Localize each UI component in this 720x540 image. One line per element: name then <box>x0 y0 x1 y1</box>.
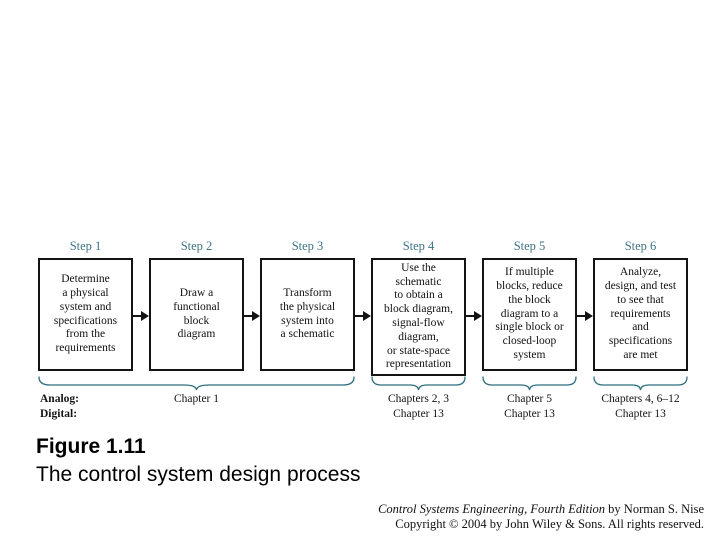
chapter-group-4: Chapters 4, 6–12 Chapter 13 <box>583 392 698 422</box>
figure-caption: Figure 1.11 The control system design pr… <box>36 433 360 489</box>
chapter-group-1: Chapter 1 <box>38 392 355 407</box>
figure-title: The control system design process <box>36 463 361 486</box>
chapter-group-4-line1: Chapters 4, 6–12 <box>601 393 680 405</box>
step-label-1: Step 1 <box>69 239 102 253</box>
step-box-1-text: Determine a physical system and specific… <box>53 273 118 355</box>
copyright-credit: Control Systems Engineering, Fourth Edit… <box>378 502 704 532</box>
arrow-right-icon <box>355 310 371 322</box>
copyright-line1: Control Systems Engineering, Fourth Edit… <box>378 502 704 517</box>
step-box-2-text: Draw a functional block diagram <box>173 286 220 341</box>
step-label-6: Step 6 <box>624 239 657 253</box>
digital-label: Digital: <box>40 408 78 420</box>
figure-number: Figure 1.11 <box>36 435 146 458</box>
underbrace-icon <box>482 376 577 391</box>
underbrace-path <box>593 376 688 391</box>
step-label-2: Step 2 <box>180 239 213 253</box>
underbrace-path <box>371 376 466 391</box>
step-box-2: Draw a functional block diagram <box>149 258 244 371</box>
step-label-5: Step 5 <box>513 239 546 253</box>
chapter-group-3-line1: Chapter 5 <box>506 393 553 405</box>
underbrace-icon <box>593 376 688 391</box>
step-box-4: Use the schematic to obtain a block diag… <box>371 258 466 376</box>
chapter-group-2-line2: Chapter 13 <box>393 408 444 420</box>
step-box-5: If multiple blocks, reduce the block dia… <box>482 258 577 371</box>
book-byline: by Norman S. Nise <box>605 502 704 516</box>
arrow-right-icon <box>133 310 149 322</box>
arrow-right-icon <box>244 310 260 322</box>
chapter-group-2-line1: Chapters 2, 3 <box>387 393 449 405</box>
underbrace-path <box>38 376 355 391</box>
underbrace-icon <box>38 376 355 391</box>
step-label-3: Step 3 <box>291 239 324 253</box>
chapter-group-2: Chapters 2, 3 Chapter 13 <box>361 392 476 422</box>
underbrace-path <box>482 376 577 391</box>
step-box-1: Determine a physical system and specific… <box>38 258 133 371</box>
copyright-line2: Copyright © 2004 by John Wiley & Sons. A… <box>395 517 704 531</box>
arrow-right-icon <box>466 310 482 322</box>
arrow-right-icon <box>577 310 593 322</box>
underbrace-icon <box>371 376 466 391</box>
chapter-group-4-line2: Chapter 13 <box>615 408 666 420</box>
chapter-group-1-line1: Chapter 1 <box>173 393 220 405</box>
step-box-6: Analyze, design, and test to see that re… <box>593 258 688 371</box>
step-box-6-text: Analyze, design, and test to see that re… <box>604 266 677 361</box>
step-box-4-text: Use the schematic to obtain a block diag… <box>384 261 453 371</box>
step-label-4: Step 4 <box>402 239 435 253</box>
step-box-3: Transform the physical system into a sch… <box>260 258 355 371</box>
step-box-3-text: Transform the physical system into a sch… <box>279 286 336 341</box>
analog-label: Analog: <box>40 393 79 405</box>
chapter-group-3: Chapter 5 Chapter 13 <box>472 392 587 422</box>
chapter-group-3-line2: Chapter 13 <box>504 408 555 420</box>
book-title: Control Systems Engineering, Fourth Edit… <box>378 502 606 516</box>
step-box-5-text: If multiple blocks, reduce the block dia… <box>495 266 564 361</box>
